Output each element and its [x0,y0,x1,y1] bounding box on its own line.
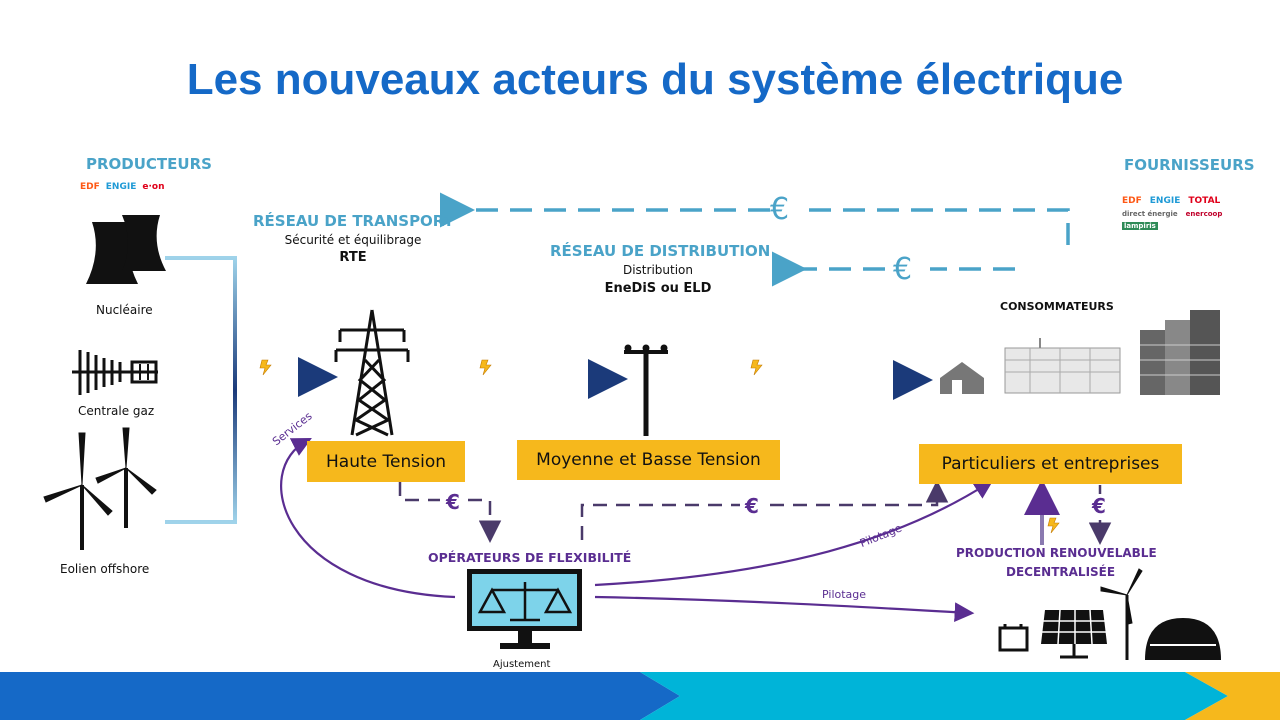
engie-logo: ENGIE [1149,196,1181,206]
euro-symbol: € [745,494,759,518]
producers-header: PRODUCTEURS [86,155,212,173]
solar-panel-icon [1041,609,1107,659]
medium-low-voltage-box: Moyenne et Basse Tension [517,440,780,480]
enercoop-logo: enercoop [1185,210,1223,218]
producers-logos: EDF ENGIE e·on [80,182,164,192]
total-logo: TOTAL [1188,196,1221,206]
gas-plant-icon [72,350,158,395]
edf-logo: EDF [1122,196,1142,206]
supplier-money-flow [440,192,1070,287]
footer-band [0,672,1280,720]
distribution-operator: EneDiS ou ELD [604,281,712,296]
edf-logo: EDF [80,182,100,192]
end-users-box: Particuliers et entreprises [919,444,1182,484]
suppliers-header: FOURNISSEURS [1124,156,1255,174]
high-voltage-box: Haute Tension [307,441,465,482]
consumers-header: CONSOMMATEURS [1000,300,1114,313]
consumer-buildings-icon [940,310,1220,395]
scales-monitor-icon [467,569,582,649]
biogas-dome-icon [1145,618,1221,660]
utility-pole-icon [624,344,668,436]
pilotage-arrows [280,437,994,623]
euro-symbol: € [770,192,790,227]
suppliers-logos: EDF ENGIE TOTAL direct énergie enercoop … [1122,196,1262,230]
distribution-header: RÉSEAU DE DISTRIBUTION [550,242,771,260]
lightning-icon [259,359,1060,534]
flexibility-header: OPÉRATEURS DE FLEXIBILITÉ [428,550,632,565]
adjustment-label: Ajustement [493,659,551,670]
euro-symbol: € [446,490,460,514]
transport-operator: RTE [339,250,367,265]
pylon-icon [334,309,410,437]
page-title: Les nouveaux acteurs du système électriq… [186,55,1124,104]
nuclear-label: Nucléaire [96,303,153,317]
renewable-subheader: DECENTRALISÉE [1006,565,1116,579]
distribution-desc: Distribution [622,263,693,277]
wind-turbine-icon [43,427,157,550]
euro-symbol: € [1092,494,1106,518]
small-wind-turbine-icon [1100,568,1143,660]
flexibility-money-flow [398,480,1112,545]
direct-energie-logo: direct énergie [1122,210,1178,218]
producer-collector [160,256,338,524]
renewable-header: PRODUCTION RENOUVELABLE [956,546,1157,560]
battery-icon [998,624,1029,652]
euro-symbol: € [893,252,913,287]
engie-logo: ENGIE [105,182,137,192]
nuclear-plant-icon [86,215,166,284]
transport-desc: Sécurité et équilibrage [284,233,422,247]
pilotage-label: Pilotage [822,588,867,601]
lampiris-logo: lampiris [1122,222,1158,230]
gas-plant-label: Centrale gaz [78,404,155,418]
transport-header: RÉSEAU DE TRANSPORT [253,212,454,230]
eon-logo: e·on [142,182,165,192]
offshore-wind-label: Eolien offshore [60,562,150,576]
